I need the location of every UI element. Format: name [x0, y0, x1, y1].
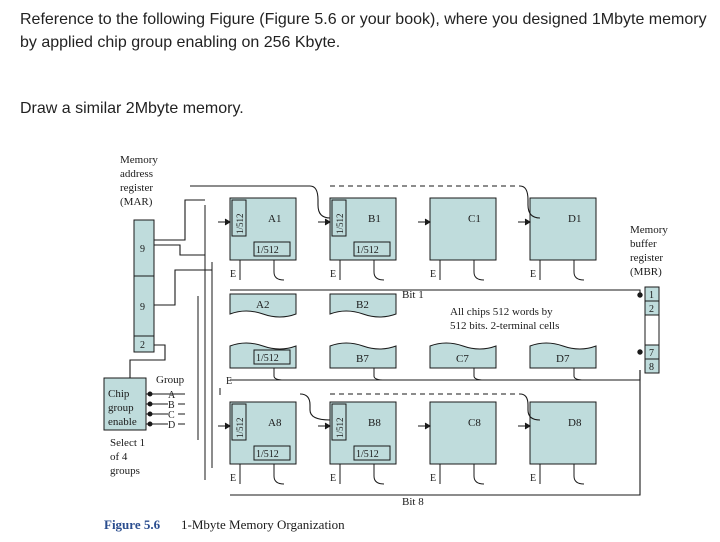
decoder-vertical-a1: 1/512	[235, 213, 245, 234]
select-note-1: Select 1	[110, 437, 145, 449]
decoder-horizontal-a7: 1/512	[256, 353, 279, 364]
enable-r8-2: E	[430, 473, 436, 484]
mar-register: 9 9 2	[133, 219, 155, 353]
chip-name-c1: C1	[468, 213, 481, 225]
chip-name-a2: A2	[256, 299, 269, 311]
chip-name-d7: D7	[556, 353, 570, 365]
decoder-vertical-b1: 1/512	[335, 213, 345, 234]
group-letter-a: A	[168, 390, 176, 401]
cge-2: group	[108, 402, 134, 414]
memory-organization-figure: Memory address register (MAR) 9 9 2 Chip…	[103, 154, 668, 532]
enable-r1-3: E	[530, 269, 536, 280]
chip-a2: A2	[229, 293, 297, 318]
chip-group-enable: Chip group enable	[103, 377, 147, 431]
enable-r1-0: E	[230, 269, 236, 280]
cge-3: enable	[108, 416, 137, 428]
question-paragraph-2: Draw a similar 2Mbyte memory.	[20, 100, 244, 117]
chip-d8: D8E	[518, 401, 597, 485]
group-letter-b: B	[168, 400, 175, 411]
decoder-horizontal-b8: 1/512	[356, 449, 379, 460]
chip-name-b2: B2	[356, 299, 369, 311]
chip-name-d1: D1	[568, 213, 581, 225]
select-note-2: of 4	[110, 451, 128, 463]
group-label: Group	[156, 374, 185, 386]
chip-name-b1: B1	[368, 213, 381, 225]
chip-c7: C7	[429, 342, 497, 381]
group-letter-d: D	[168, 420, 175, 431]
chip-name-c7: C7	[456, 353, 469, 365]
mbr-bit-7: 7	[649, 348, 654, 359]
group-letter-c: C	[168, 410, 175, 421]
mbr-label-1: Memory	[630, 224, 668, 236]
chip-name-d8: D8	[568, 417, 582, 429]
decoder-horizontal-a8: 1/512	[256, 449, 279, 460]
decoder-horizontal-a1: 1/512	[256, 245, 279, 256]
chip-name-a8: A8	[268, 417, 282, 429]
chip-name-b7: B7	[356, 353, 369, 365]
address-buses	[129, 199, 212, 378]
select-note-3: groups	[110, 465, 140, 477]
chip-b2: B2	[329, 293, 397, 318]
decoder-vertical-a8: 1/512	[235, 417, 245, 438]
enable-r8-0: E	[230, 473, 236, 484]
mar-label-3: register	[120, 182, 153, 194]
mbr-bit-2: 2	[649, 304, 654, 315]
question-paragraph-1: Reference to the following Figure (Figur…	[20, 11, 707, 51]
group-lines	[146, 391, 185, 427]
decoder-horizontal-b1: 1/512	[356, 245, 379, 256]
mbr-label-2: buffer	[630, 238, 657, 250]
caption-number: Figure 5.6	[104, 517, 161, 532]
decoder-vertical-b8: 1/512	[335, 417, 345, 438]
chip-b7: B7	[329, 342, 397, 381]
chip-d7: D7	[529, 342, 597, 381]
mar-label-2: address	[120, 168, 153, 180]
chip-name-c8: C8	[468, 417, 481, 429]
enable-r1-2: E	[430, 269, 436, 280]
mar-label-1: Memory	[120, 154, 158, 166]
bit8-label: Bit 8	[402, 496, 424, 508]
chip-c8: C8E	[418, 401, 497, 485]
mbr-label-4: (MBR)	[630, 266, 662, 278]
cge-1: Chip	[108, 388, 130, 400]
mbr-bit-1: 1	[649, 290, 654, 301]
enable-r1-1: E	[330, 269, 336, 280]
mbr-register: 1 2 7 8	[637, 286, 660, 374]
mar-field-9b: 9	[140, 302, 145, 313]
mbr-label-3: register	[630, 252, 663, 264]
bit1-label: Bit 1	[402, 289, 424, 301]
data-bus-routes	[190, 185, 641, 496]
chip-name-a1: A1	[268, 213, 281, 225]
mar-field-2: 2	[140, 340, 145, 351]
mbr-bit-8: 8	[649, 362, 654, 373]
chip-d1: D1E	[518, 197, 597, 281]
enable-distribution	[197, 205, 221, 480]
enable-r8-1: E	[330, 473, 336, 484]
chip-name-b8: B8	[368, 417, 381, 429]
chip-array: A11/5121/512EB11/5121/512EC1ED1EA81/5121…	[218, 197, 597, 485]
enable-r8-3: E	[530, 473, 536, 484]
caption-text: 1-Mbyte Memory Organization	[181, 517, 345, 532]
mar-field-9a: 9	[140, 244, 145, 255]
enable-r7-0: E	[226, 376, 232, 387]
note-line-1: All chips 512 words by	[450, 306, 553, 318]
dashed-bus	[330, 185, 520, 395]
chip-c1: C1E	[418, 197, 497, 281]
mar-label-4: (MAR)	[120, 196, 153, 208]
note-line-2: 512 bits. 2-terminal cells	[450, 320, 559, 332]
